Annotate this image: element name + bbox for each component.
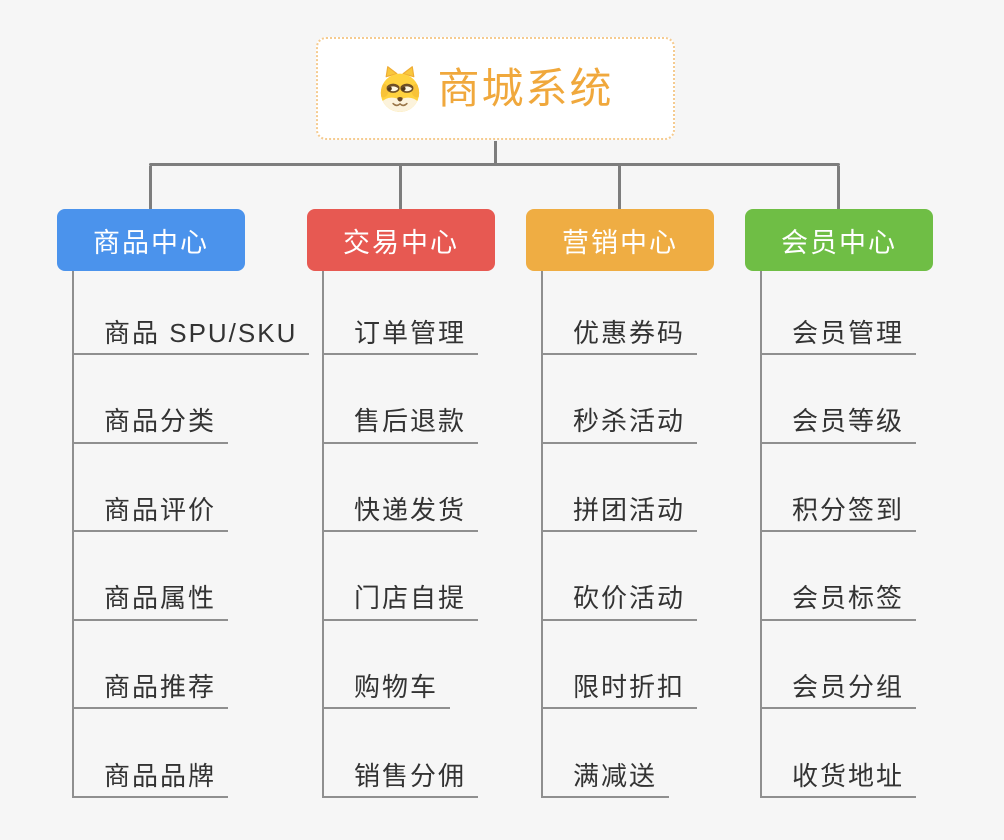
leaf-node[interactable]: 收货地址 [762, 762, 917, 798]
branch-node-product-center[interactable]: 商品中心 [57, 209, 245, 271]
leaf-node[interactable]: 拼团活动 [543, 496, 698, 533]
leaf-node-wrapper: 商品 SPU/SKU [74, 271, 310, 355]
leaf-node-wrapper: 商品评价 [74, 444, 309, 533]
leaf-node-wrapper: 收货地址 [762, 709, 917, 798]
leaf-node-wrapper: 商品分类 [74, 355, 309, 444]
dog-face-icon [381, 65, 420, 112]
root-node[interactable]: 商城系统 [316, 37, 675, 140]
leaf-node-wrapper: 快递发货 [324, 444, 479, 533]
leaf-node-wrapper: 会员分组 [762, 621, 917, 710]
connector-drop-marketing-center [618, 166, 621, 209]
leaf-node-wrapper: 商品推荐 [74, 621, 309, 710]
leaf-node-wrapper: 销售分佣 [324, 709, 479, 798]
leaf-node-wrapper: 秒杀活动 [543, 355, 698, 444]
leaf-node-wrapper: 砍价活动 [543, 532, 698, 621]
branch-node-trade-center[interactable]: 交易中心 [307, 209, 495, 271]
connector-horizontal-bar [149, 163, 840, 166]
branch-items-product-center: 商品 SPU/SKU 商品分类 商品评价 商品属性 商品推荐 商品品牌 [72, 271, 310, 798]
leaf-node-wrapper: 购物车 [324, 621, 478, 710]
leaf-node[interactable]: 限时折扣 [543, 673, 698, 710]
leaf-node-wrapper: 优惠券码 [543, 271, 698, 355]
leaf-node[interactable]: 订单管理 [324, 319, 479, 355]
leaf-node-wrapper: 满减送 [543, 709, 697, 798]
leaf-node[interactable]: 会员标签 [762, 585, 917, 621]
branch-items-marketing-center: 优惠券码 秒杀活动 拼团活动 砍价活动 限时折扣 满减送 [541, 271, 698, 798]
leaf-node[interactable]: 商品推荐 [74, 673, 229, 710]
leaf-node[interactable]: 商品分类 [74, 408, 229, 444]
leaf-node-wrapper: 会员等级 [762, 355, 917, 444]
leaf-node-wrapper: 限时折扣 [543, 621, 698, 710]
connector-drop-member-center [837, 166, 840, 209]
leaf-node[interactable]: 商品评价 [74, 496, 229, 533]
leaf-node[interactable]: 会员分组 [762, 673, 917, 710]
leaf-node[interactable]: 秒杀活动 [543, 408, 698, 444]
connector-root-stub [494, 141, 497, 164]
connector-drop-product-center [149, 166, 152, 209]
leaf-node-wrapper: 会员管理 [762, 271, 917, 355]
leaf-node-wrapper: 积分签到 [762, 444, 917, 533]
leaf-node[interactable]: 会员等级 [762, 408, 917, 444]
leaf-node[interactable]: 满减送 [543, 762, 670, 798]
leaf-node-wrapper: 售后退款 [324, 355, 479, 444]
leaf-node[interactable]: 积分签到 [762, 496, 917, 533]
leaf-node[interactable]: 商品属性 [74, 585, 229, 621]
connector-drop-trade-center [399, 166, 402, 209]
leaf-node-wrapper: 商品属性 [74, 532, 309, 621]
leaf-node-wrapper: 订单管理 [324, 271, 479, 355]
leaf-node[interactable]: 销售分佣 [324, 762, 479, 798]
branch-items-member-center: 会员管理 会员等级 积分签到 会员标签 会员分组 收货地址 [760, 271, 917, 798]
root-title: 商城系统 [437, 64, 614, 112]
leaf-node[interactable]: 快递发货 [324, 496, 479, 533]
branch-node-marketing-center[interactable]: 营销中心 [526, 209, 714, 271]
leaf-node-wrapper: 门店自提 [324, 532, 479, 621]
branch-node-member-center[interactable]: 会员中心 [745, 209, 933, 271]
leaf-node-wrapper: 商品品牌 [74, 709, 309, 798]
leaf-node[interactable]: 门店自提 [324, 585, 479, 621]
leaf-node[interactable]: 砍价活动 [543, 585, 698, 621]
leaf-node-wrapper: 拼团活动 [543, 444, 698, 533]
leaf-node-wrapper: 会员标签 [762, 532, 917, 621]
leaf-node[interactable]: 售后退款 [324, 408, 479, 444]
leaf-node[interactable]: 会员管理 [762, 319, 917, 355]
leaf-node[interactable]: 购物车 [324, 673, 451, 710]
leaf-node[interactable]: 优惠券码 [543, 319, 698, 355]
leaf-node[interactable]: 商品 SPU/SKU [74, 319, 310, 355]
leaf-node[interactable]: 商品品牌 [74, 762, 229, 798]
branch-items-trade-center: 订单管理 售后退款 快递发货 门店自提 购物车 销售分佣 [322, 271, 479, 798]
